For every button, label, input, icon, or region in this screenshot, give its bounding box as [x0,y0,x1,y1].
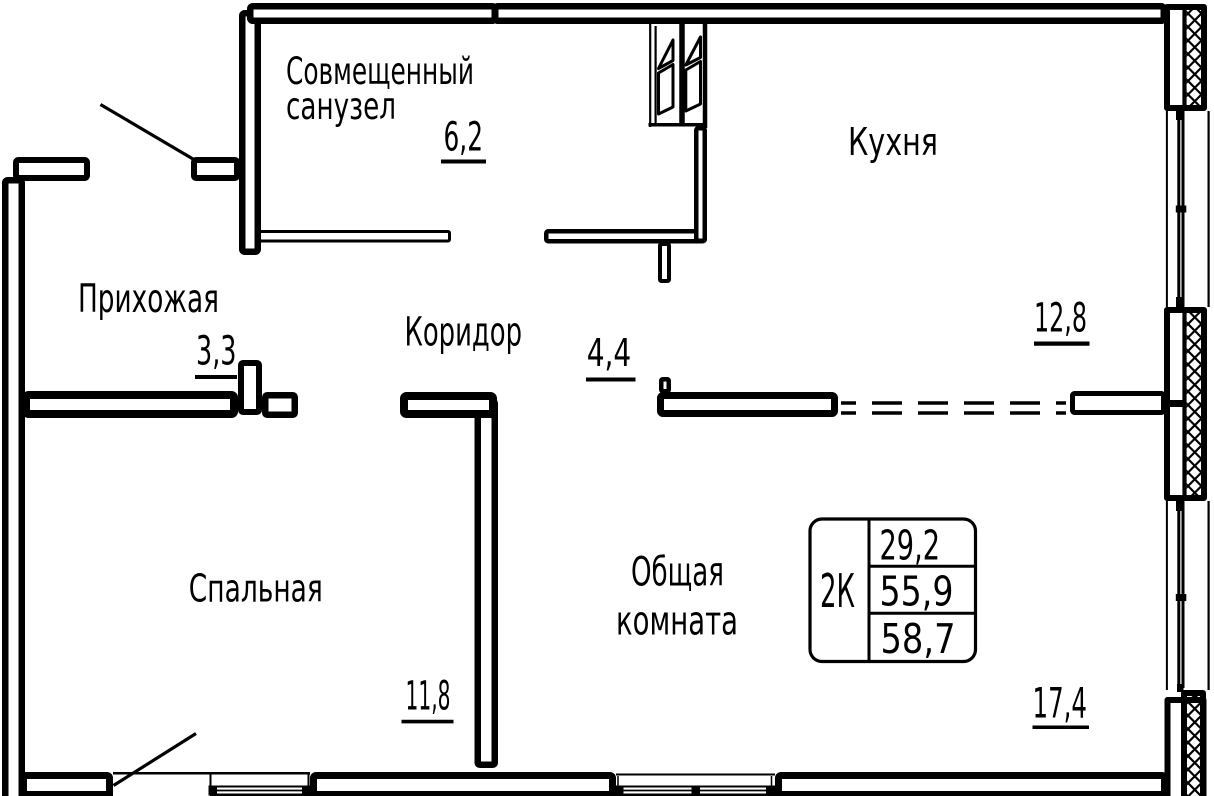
wall-tick [659,377,671,394]
sliding-partition-dashed [841,401,1066,415]
wall-left-cap [13,157,90,181]
window-end-block [1176,111,1184,120]
ventilation-shaft [648,22,708,128]
stamp-overall-area: 58,7 [881,615,956,663]
vent-flue-flag [684,35,702,67]
vent-flue-flag [657,38,675,70]
wall-entry-stub [191,157,240,181]
facade-piers [1164,4,1207,796]
label-living-line1: Общая [631,550,724,596]
bottom-wall-base-rect-2 [310,791,616,796]
window-right-upper [1165,111,1210,307]
pier-middle-right-rect-2 [1186,310,1201,498]
wall-kitchen-living [1070,391,1166,415]
counter-vertical [694,126,707,243]
bottom-wall-base-rect-1 [20,791,113,796]
window-bottom-living [614,773,775,796]
entrance-door-leaf [99,103,194,161]
window-mullion [1175,205,1187,213]
label-kitchen: Кухня [848,120,938,165]
wall-bathroom-bottom [258,230,451,243]
wall-corridor-living [657,392,838,417]
label-bathroom-line1: Совмещенный [286,49,474,93]
area-bathroom: 6,2 [444,115,484,161]
wall-top-a [247,3,498,24]
wall-corridor-band [400,392,497,418]
area-living: 17,4 [1033,679,1088,728]
area-kitchen: 12,8 [1034,296,1087,342]
window-bottom-bedroom [208,774,310,796]
label-hallway: Прихожая [78,277,219,322]
walls [2,3,1168,796]
area-corridor: 4,4 [587,331,632,375]
wall-bedroom-living [474,398,498,768]
wall-pier-connectors [1163,400,1186,407]
window-end-block [302,785,310,796]
stamp-box [808,517,978,664]
window-end-block [614,785,623,796]
wall-hallway-short [262,392,298,418]
balcony-door-opening [99,103,310,787]
label-bathroom-line2: санузел [286,84,396,128]
area-bedroom: 11,8 [406,674,451,720]
stamp-type: 2К [820,564,855,618]
window-end-block [208,785,217,796]
wall-hallway-stub [238,360,262,415]
wall-bathroom-left [239,10,261,255]
window-end-block [767,785,775,796]
pier-bottom-right-rect-2 [1181,690,1206,796]
pier-top-right-rect-2 [1186,7,1201,108]
window-mullion [691,785,700,796]
partition-stub [658,242,671,283]
apartment-stamp: 2К 29,2 55,9 58,7 [808,517,978,664]
wall-top-b [492,3,1167,24]
wall-hallway-bottom [22,391,238,418]
vent-flue-flag [684,60,702,113]
window-end-block [1177,684,1184,692]
room-labels: Совмещенный санузел 6,2 Кухня 12,8 Прихо… [78,49,1090,730]
bottom-wall-base-rect-3 [775,791,1168,796]
window-mullion [1175,594,1187,601]
label-bedroom: Спальная [189,567,323,612]
window-end-block [1176,297,1184,307]
window-end-block [1176,501,1184,511]
wall-left [2,177,25,796]
counter-horizontal [544,229,707,244]
window-right-lower [1165,501,1210,692]
pier-top-right [1164,4,1207,111]
stamp-living-area: 29,2 [880,522,941,570]
label-living-line2: комната [616,599,738,645]
wall-pier-connectors-rect-1 [1163,400,1186,407]
pier-bottom-right [1164,690,1207,796]
stamp-total-area: 55,9 [880,568,954,616]
label-corridor: Коридор [405,310,523,356]
area-hallway: 3,3 [196,329,237,375]
vent-flue-flag [657,63,675,116]
balcony-door-leaf [112,732,197,787]
